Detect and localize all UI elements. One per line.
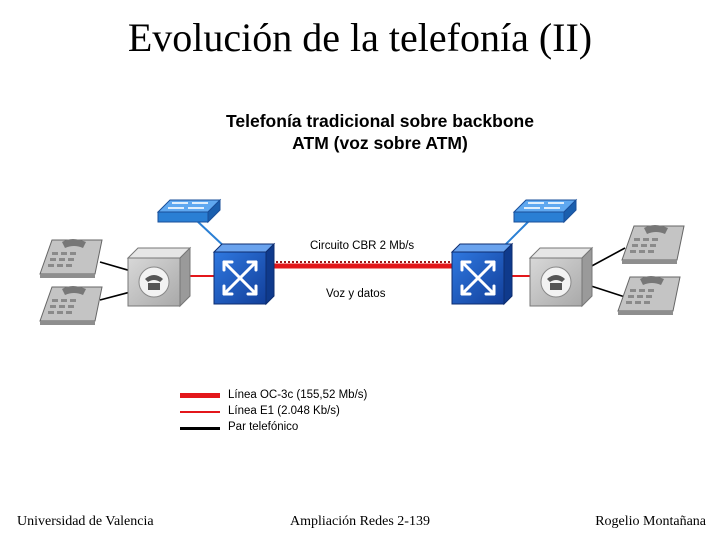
subtitle-line-2: ATM (voz sobre ATM) [292,133,468,153]
router-icon [512,198,578,224]
router-icon [156,198,222,224]
telephone-icon [39,239,103,278]
cbr-circuit-label: Circuito CBR 2 Mb/s [310,240,415,252]
slide-title: Evolución de la telefonía (II) [127,15,593,60]
pbx-icon [126,246,192,308]
telephone-icon [621,225,685,264]
pbx-icon [528,246,594,308]
footer-author: Rogelio Montañana [595,514,706,529]
legend-label-oc3c: Línea OC-3c (155,52 Mb/s) [228,389,368,401]
legend-swatch-phone-pair [180,427,220,430]
atm-switch-icon [450,242,514,306]
legend-swatch-e1 [180,411,220,413]
legend-label-phone-pair: Par telefónico [228,421,299,433]
oc3c-backbone [264,261,460,269]
telephone-icon [617,276,681,315]
voice-data-label: Voz y datos [326,288,386,300]
footer-university: Universidad de Valencia [17,514,154,529]
diagram-subtitle: Telefonía tradicional sobre backbone ATM… [180,110,580,154]
footer-course: Ampliación Redes 2-139 [290,514,430,529]
phone-line-br [587,284,626,298]
legend-swatch-oc3c [180,393,220,398]
legend-label-e1: Línea E1 (2.048 Kb/s) [228,405,340,417]
subtitle-line-1: Telefonía tradicional sobre backbone [226,111,534,131]
phone-lines [99,247,626,301]
phone-line-tr [587,247,626,269]
telephone-icon [39,286,103,325]
atm-switch-icon [212,242,276,306]
